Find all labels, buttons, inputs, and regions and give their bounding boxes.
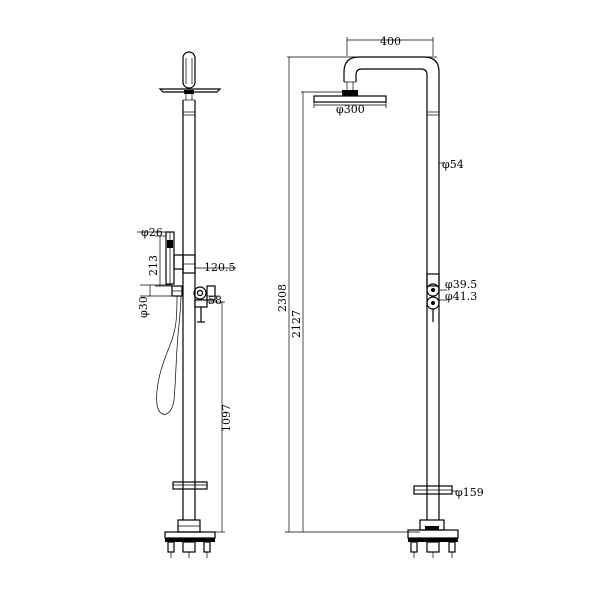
front-riser-pipe (426, 115, 440, 520)
front-view: 400 φ300 φ54 2308 2127 φ39.5 φ41.3 φ159 (276, 35, 484, 558)
side-mixer-valve (193, 285, 216, 323)
dim-handle-diameter-a: φ39.5 (445, 278, 477, 291)
dim-valve-offset: 58 (208, 294, 222, 307)
side-view: φ26 213 120.5 φ30 58 1097 (137, 51, 236, 558)
dim-holder-offset: 120.5 (204, 261, 236, 274)
dim-valve-height: 1097 (220, 404, 233, 432)
side-bracket (172, 481, 208, 490)
dim-head-height: 2127 (290, 310, 303, 338)
side-shower-head (158, 51, 222, 100)
front-shower-head (313, 90, 387, 103)
side-hand-shower (165, 231, 196, 297)
dim-elbow-diameter: φ30 (137, 296, 150, 318)
dim-total-height: 2308 (276, 284, 289, 312)
side-riser-pipe (182, 99, 196, 520)
front-dimension-lines (285, 37, 458, 533)
dim-hand-shower-diameter: φ26 (141, 226, 163, 239)
front-bracket (413, 485, 453, 495)
dim-holder-height: 213 (147, 255, 160, 276)
dim-head-diameter: φ300 (336, 103, 365, 116)
side-hose (156, 295, 182, 415)
side-floor-base (164, 519, 216, 558)
side-dimension-lines (137, 231, 236, 533)
front-mixer-valves (426, 273, 440, 322)
dim-riser-diameter: φ54 (442, 158, 464, 171)
dim-arm-reach: 400 (380, 35, 401, 48)
front-floor-base (407, 519, 459, 558)
dim-base-diameter: φ159 (455, 486, 484, 499)
dim-handle-diameter-b: φ41.3 (445, 290, 477, 303)
